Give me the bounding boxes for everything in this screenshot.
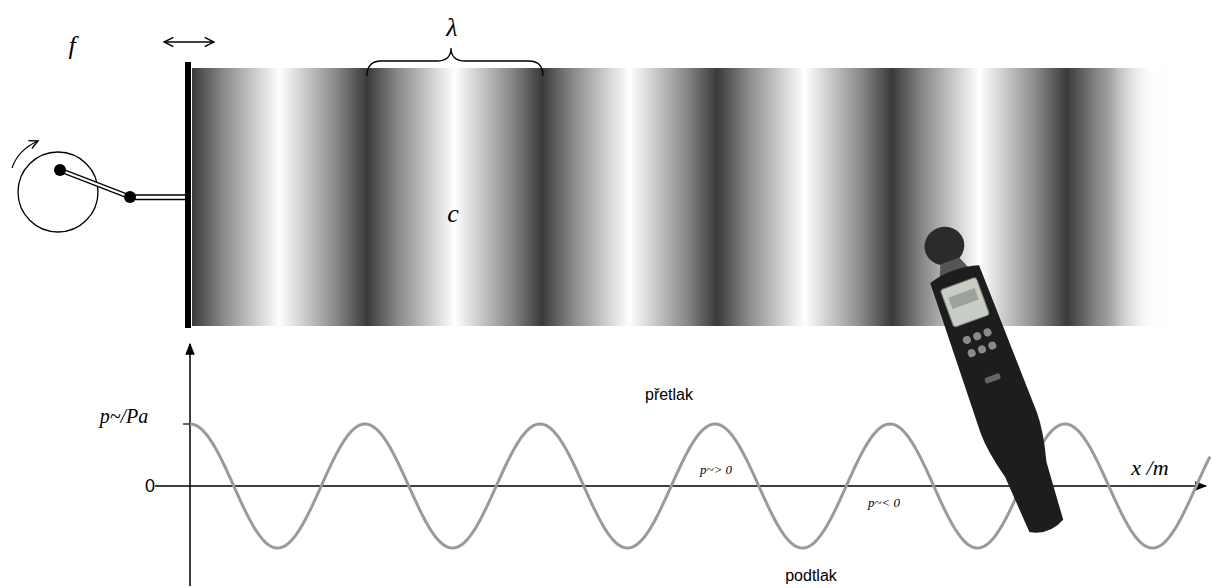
- label-text: λ: [446, 14, 457, 43]
- piston-plate: [185, 62, 191, 328]
- label-text: podtlak: [785, 567, 837, 585]
- label-text: 0: [145, 477, 155, 497]
- connecting-rod-outline: [60, 170, 130, 197]
- pressure-bands: [192, 68, 1168, 326]
- crank-pin: [54, 164, 66, 176]
- label-text: p~< 0: [868, 496, 900, 510]
- pressure-curve: [190, 424, 1210, 548]
- meter-body: [925, 260, 1076, 541]
- meter-button: [977, 344, 987, 354]
- motion-arrow: [164, 41, 214, 42]
- rod-joint: [124, 191, 136, 203]
- label-text: x /m: [1131, 456, 1168, 480]
- band-fade: [1108, 66, 1170, 328]
- tick: [183, 423, 190, 424]
- label-text: c: [447, 200, 459, 229]
- meter-button: [972, 331, 982, 341]
- rotation-arrow: [12, 141, 38, 168]
- meter-button: [987, 340, 997, 350]
- crank-wheel: [18, 152, 98, 232]
- piston-rod: [130, 195, 185, 200]
- meter-button: [967, 348, 977, 358]
- label-text: p~> 0: [700, 463, 732, 477]
- meter-button: [982, 327, 992, 337]
- connecting-rod: [60, 170, 130, 197]
- pressure-axis: [189, 344, 191, 586]
- meter-digits: [948, 288, 978, 309]
- label-text: f: [68, 32, 75, 61]
- sound-level-meter: [910, 218, 1077, 541]
- wavelength-brace: [367, 48, 543, 76]
- meter-logo: [984, 373, 1001, 384]
- meter-display: [940, 277, 989, 328]
- label-text: přetlak: [645, 386, 693, 404]
- label-text: p~/Pa: [100, 405, 149, 427]
- meter-button: [962, 335, 972, 345]
